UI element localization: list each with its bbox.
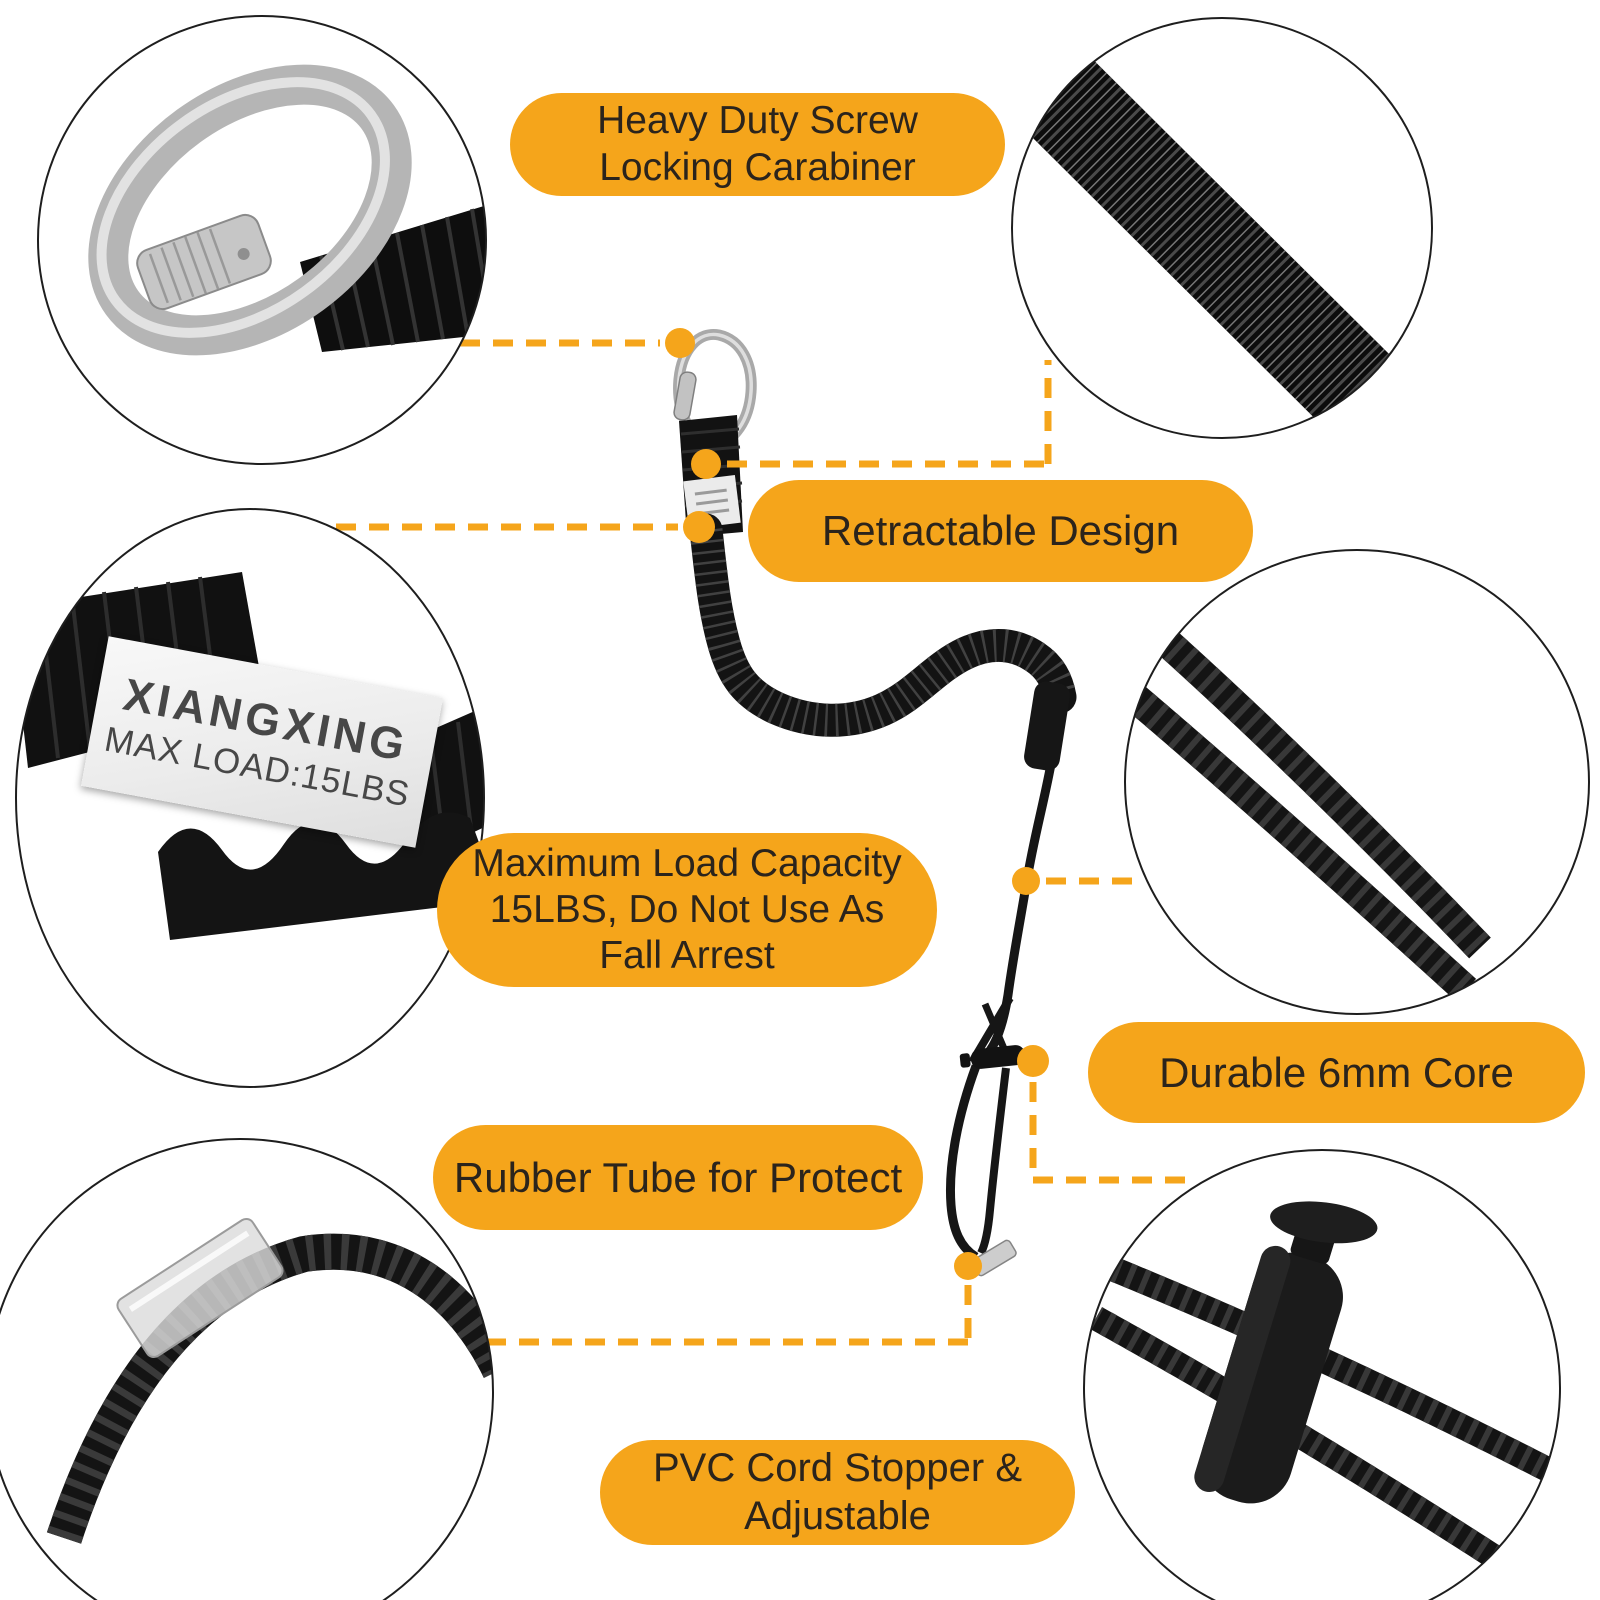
connector-lines — [336, 339, 1185, 1346]
inset-label-outline — [15, 508, 485, 1088]
callout-line: Heavy Duty Screw — [597, 99, 918, 143]
callout-rubber-tube: Rubber Tube for Protect — [433, 1125, 923, 1230]
callout-pvc-stopper: PVC Cord Stopper & Adjustable — [600, 1440, 1075, 1545]
pvc-stopper-closeup — [1194, 1201, 1378, 1504]
dot-carabiner — [665, 328, 695, 358]
rubber-tube-closeup — [116, 1217, 284, 1359]
inset-carabiner-outline — [37, 15, 487, 465]
callout-line: Rubber Tube for Protect — [453, 1153, 903, 1201]
dot-stopper — [1017, 1045, 1049, 1077]
inset-bungee-closeup — [1012, 18, 1432, 438]
dot-label — [683, 511, 715, 543]
callout-dots — [665, 328, 1049, 1280]
inset-stopper-outline — [1083, 1149, 1561, 1600]
inset-stopper-closeup — [1084, 1150, 1560, 1600]
callout-line: Retractable Design — [821, 507, 1180, 555]
carabiner — [673, 328, 757, 453]
bungee-cord — [689, 513, 1077, 737]
callout-maximum-load: Maximum Load Capacity 15LBS, Do Not Use … — [437, 833, 937, 987]
cord-stopper — [959, 1045, 1026, 1069]
screw-lock-closeup — [136, 213, 272, 311]
callout-heavy-duty-carabiner: Heavy Duty Screw Locking Carabiner — [510, 93, 1005, 196]
callout-line: Maximum Load Capacity — [472, 841, 902, 885]
inset-core-closeup — [1125, 550, 1589, 1014]
callout-durable-core: Durable 6mm Core — [1088, 1022, 1585, 1123]
callout-line: 15LBS, Do Not Use As — [489, 887, 885, 931]
inset-carabiner-closeup — [38, 16, 486, 464]
dot-bungee-top — [691, 449, 721, 479]
inset-tube-closeup — [0, 1139, 493, 1600]
inset-core-outline — [1124, 549, 1590, 1015]
callout-line: Durable 6mm Core — [1159, 1048, 1514, 1096]
dot-core — [1012, 867, 1040, 895]
callout-line: Adjustable — [744, 1493, 931, 1538]
rubber-connector — [1024, 681, 1070, 771]
callout-retractable-design: Retractable Design — [748, 480, 1253, 582]
callout-line: Locking Carabiner — [599, 145, 916, 189]
screw-lock-sleeve — [673, 371, 697, 421]
inset-tube-outline — [0, 1138, 494, 1600]
inset-bungee-outline — [1011, 17, 1433, 439]
callout-line: PVC Cord Stopper & — [652, 1446, 1023, 1491]
callout-line: Fall Arrest — [599, 934, 775, 977]
dot-tube — [954, 1252, 982, 1280]
